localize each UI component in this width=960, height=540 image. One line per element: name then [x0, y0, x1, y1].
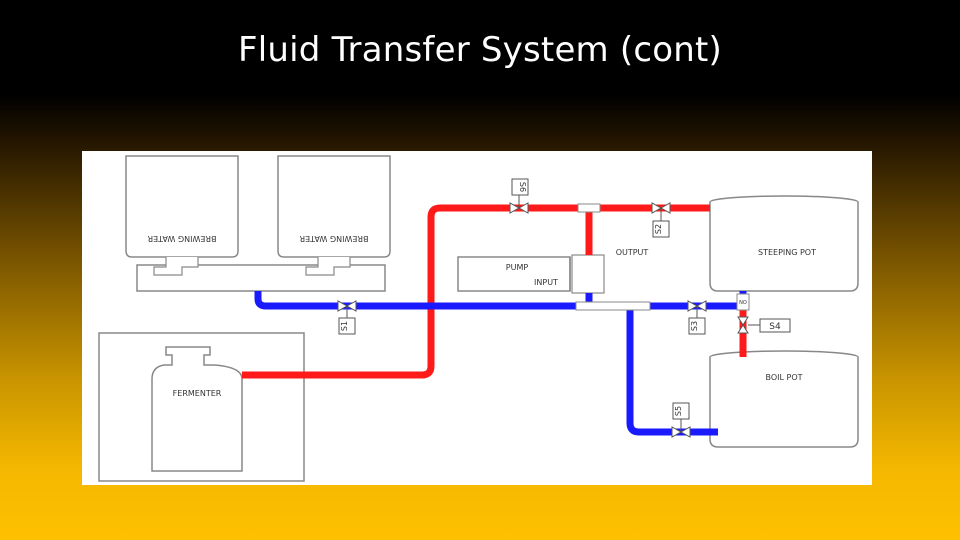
brewing-water-2-label: BREWING WATER: [299, 234, 368, 243]
heat-switch-label: NO: [739, 300, 747, 306]
tank-stand: [136, 257, 386, 292]
boil-pot-label: BOIL POT: [765, 373, 802, 382]
valve-s3[interactable]: S3: [687, 300, 707, 335]
valve-s2[interactable]: S2: [651, 202, 671, 238]
valve-s4[interactable]: S4: [737, 316, 791, 334]
diagram-panel: BREWING WATER BREWING WATER FERMENTER ST…: [82, 151, 872, 485]
tee-fitting-top: [577, 203, 601, 213]
steeping-pot-label: STEEPING POT: [758, 248, 816, 257]
pump-input-label: INPUT: [534, 278, 558, 287]
brewing-water-1-label: BREWING WATER: [147, 234, 216, 243]
valve-s6[interactable]: S6: [509, 178, 529, 214]
valve-s1[interactable]: S1: [337, 300, 357, 335]
valve-s2-label: S2: [654, 224, 663, 234]
slide-title: Fluid Transfer System (cont): [237, 30, 722, 70]
valve-s4-label: S4: [769, 322, 781, 332]
pump: PUMP INPUT OUTPUT: [457, 248, 649, 294]
valve-s6-label: S6: [518, 182, 527, 192]
pump-output-label: OUTPUT: [616, 248, 649, 257]
drain-to-boil-line: [626, 306, 718, 436]
brewing-water-tank-2: BREWING WATER: [277, 155, 391, 258]
tee-fitting-bottom: [575, 301, 651, 311]
fermenter-to-steeping-line: [242, 204, 710, 379]
fermenter-cabinet: FERMENTER: [98, 332, 305, 482]
pump-label: PUMP: [506, 263, 529, 272]
cold-pipes: [254, 291, 747, 436]
brewing-water-tank-1: BREWING WATER: [125, 155, 239, 258]
boil-pot: BOIL POT: [709, 350, 859, 448]
valve-s1-label: S1: [340, 321, 349, 331]
heat-switch: [736, 293, 750, 311]
valve-s5-label: S5: [674, 406, 683, 416]
steeping-pot-label-line: STEEPING POT: [758, 248, 816, 257]
valve-s5[interactable]: S5: [671, 402, 691, 438]
water-to-pump-line: [254, 291, 747, 310]
steeping-pot: STEEPING POT: [709, 195, 859, 292]
valve-s3-label: S3: [690, 321, 699, 331]
fermenter-label: FERMENTER: [173, 389, 222, 398]
fluid-transfer-diagram: BREWING WATER BREWING WATER FERMENTER ST…: [98, 155, 859, 482]
